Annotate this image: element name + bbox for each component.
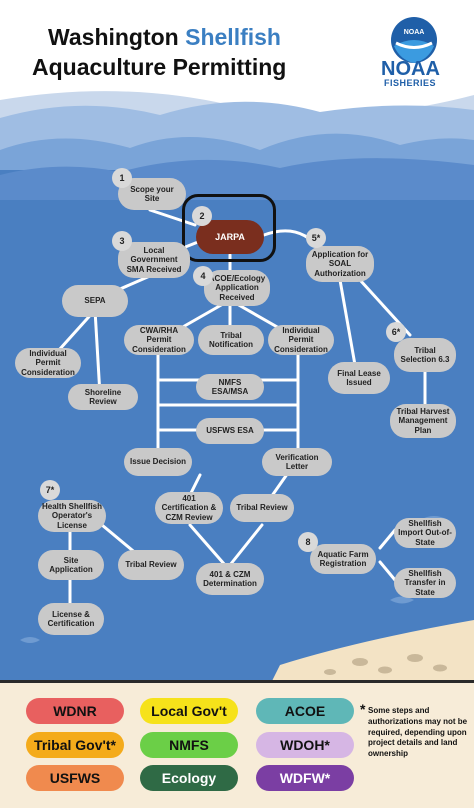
step-acoe-ecology: ACOE/Ecology Application Received [204,270,270,306]
node-individual-permit-right: Individual Permit Consideration [268,325,334,355]
node-tribal-review-mid: Tribal Review [230,494,294,522]
step-badge-5: 5* [306,228,326,248]
node-cwa-rha: CWA/RHA Permit Consideration [124,325,194,355]
node-401-czm-determination: 401 & CZM Determination [196,563,264,595]
footnote-text: Some steps and authorizations may not be… [368,706,468,759]
jarpa-highlight-frame [182,194,276,262]
node-usfws-esa: USFWS ESA [196,418,264,444]
legend-nmfs: NMFS [140,732,238,758]
legend-wdoh: WDOH* [256,732,354,758]
step-badge-4: 4 [193,266,213,286]
logo-word-noaa: NOAA [381,58,440,80]
node-issue-decision: Issue Decision [124,448,192,476]
step-badge-1: 1 [112,168,132,188]
step-badge-3: 3 [112,231,132,251]
node-nmfs-esa: NMFS ESA/MSA [196,374,264,400]
step-aquatic-farm: Aquatic Farm Registration [310,544,376,574]
node-shoreline-review: Shoreline Review [68,384,138,410]
footnote: * Some steps and authorizations may not … [360,701,472,760]
step-tribal-selection: Tribal Selection 6.3 [394,338,456,372]
footnote-star: * [360,701,366,717]
step-local-sma: Local Government SMA Received [118,242,190,278]
legend-ecology: Ecology [140,765,238,791]
step-badge-2: 2 [192,206,212,226]
logo-word-fisheries: FISHERIES [384,78,437,88]
legend-tribal-govt: Tribal Gov't* [26,732,124,758]
node-tribal-notification: Tribal Notification [198,325,264,355]
legend-usfws: USFWS [26,765,124,791]
step-health-license: Health Shellfish Operator's License [38,500,106,532]
legend-acoe: ACOE [256,698,354,724]
node-license-certification: License & Certification [38,603,104,635]
node-verification-letter: Verification Letter [262,448,332,476]
node-site-application: Site Application [38,550,104,580]
step-badge-7: 7* [40,480,60,500]
legend-wdfw: WDFW* [256,765,354,791]
step-badge-8: 8 [298,532,318,552]
node-shellfish-import: Shellfish Import Out-of-State [394,518,456,548]
title-accent: Shellfish [185,24,281,50]
legend-local-govt: Local Gov't [140,698,238,724]
node-final-lease: Final Lease Issued [328,362,390,394]
step-badge-6: 6* [386,322,406,342]
legend-wdnr: WDNR [26,698,124,724]
step-soal: Application for SOAL Authorization [306,246,374,282]
noaa-seal-icon: NOAA [391,17,437,63]
node-sepa: SEPA [62,285,128,317]
step-jarpa: JARPA [196,220,264,254]
page-title-line1: Washington Shellfish [48,24,281,50]
node-401-czm-review: 401 Certification & CZM Review [155,492,223,524]
node-tribal-review-left: Tribal Review [118,550,184,580]
node-tribal-harvest-plan: Tribal Harvest Management Plan [390,404,456,438]
node-shellfish-transfer: Shellfish Transfer in State [394,568,456,598]
node-individual-permit-left: Individual Permit Consideration [15,348,81,378]
page-title-line2: Aquaculture Permitting [32,54,287,80]
seal-text: NOAA [404,29,425,36]
